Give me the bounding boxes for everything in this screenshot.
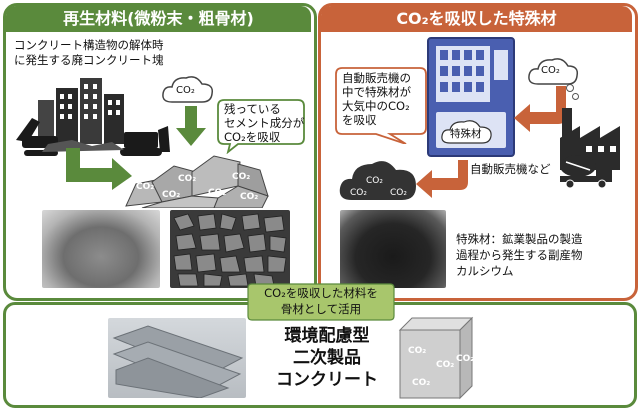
dark-cloud-label-2: CO₂: [350, 188, 367, 198]
left-bubble-line2: セメント成分が: [224, 116, 305, 130]
right-bubble-line3: 大気中のCO₂: [342, 99, 410, 113]
left-bubble-line3: CO₂を吸収: [224, 130, 281, 144]
concrete-cube-icon: [398, 316, 474, 400]
right-bubble-shape: [335, 67, 427, 144]
vending-caption: 自動販売機など: [470, 162, 551, 176]
co2-cloud-icon: [162, 76, 214, 103]
orange-arrow-to-cloud: [416, 160, 468, 198]
rock-co2-label-4: CO₂: [208, 188, 227, 198]
note-line1: 特殊材：鉱業製品の製造: [456, 232, 583, 246]
rock-co2-label-3: CO₂: [178, 174, 197, 184]
product-line3: コンクリート: [276, 370, 378, 390]
dark-co2-cloud: [339, 161, 416, 200]
banner-line1: CO₂を吸収した材料を: [264, 286, 378, 300]
fine-powder-photo: [42, 210, 160, 288]
left-bubble-line1: 残っている: [224, 102, 281, 116]
bent-arrow-icon: [66, 148, 132, 190]
cube-co2-label-3: CO₂: [412, 378, 431, 388]
left-panel-title: 再生材料(微粉末・粗骨材): [6, 6, 311, 32]
right-cloud-label: CO₂: [541, 65, 560, 76]
right-bubble-line1: 自動販売機の: [342, 71, 411, 85]
dark-cloud-label-3: CO₂: [390, 188, 407, 198]
coarse-aggregate-photo: [170, 210, 290, 288]
cube-co2-label-1: CO₂: [408, 346, 427, 356]
concrete-rock-pile: [125, 155, 269, 208]
left-caption-line1: コンクリート構造物の解体時: [14, 38, 164, 52]
left-bubble-shape: [217, 99, 305, 154]
note-line3: カルシウム: [456, 264, 514, 278]
product-line2: 二次製品: [293, 348, 361, 368]
right-panel-title: CO₂を吸収した特殊材: [321, 6, 632, 32]
right-co2-cloud-icon: [528, 58, 579, 85]
note-line2: 過程から発生する副産物: [456, 248, 583, 262]
cube-co2-label-4: CO₂: [456, 354, 475, 364]
orange-arrow-to-vending: [514, 86, 566, 132]
banner-shape: [247, 283, 395, 321]
left-cloud-label: CO₂: [176, 85, 195, 96]
vending-cloud-shape: [441, 120, 492, 144]
right-bubble-line4: を吸収: [342, 113, 377, 127]
special-material-photo: [340, 210, 446, 288]
dark-cloud-label-1: CO₂: [366, 176, 383, 186]
demolition-illustration: [16, 78, 170, 156]
left-caption-line2: に発生する廃コンクリート塊: [14, 53, 164, 67]
vending-label: 特殊材: [450, 128, 482, 140]
cube-co2-label-2: CO₂: [436, 360, 455, 370]
smoke-dots: [566, 84, 586, 104]
rock-co2-label-1: CO₂: [136, 182, 155, 192]
mixer-truck-icon: [560, 155, 612, 188]
product-line1: 環境配慮型: [284, 326, 370, 346]
precast-product-photo: [108, 318, 246, 398]
rock-co2-label-6: CO₂: [240, 192, 259, 202]
banner-line2: 骨材として活用: [280, 302, 362, 316]
right-bubble-line2: 中で特殊材が: [342, 85, 411, 99]
rock-co2-label-2: CO₂: [162, 190, 181, 200]
down-arrow-icon: [176, 106, 206, 146]
rock-co2-label-5: CO₂: [232, 172, 251, 182]
